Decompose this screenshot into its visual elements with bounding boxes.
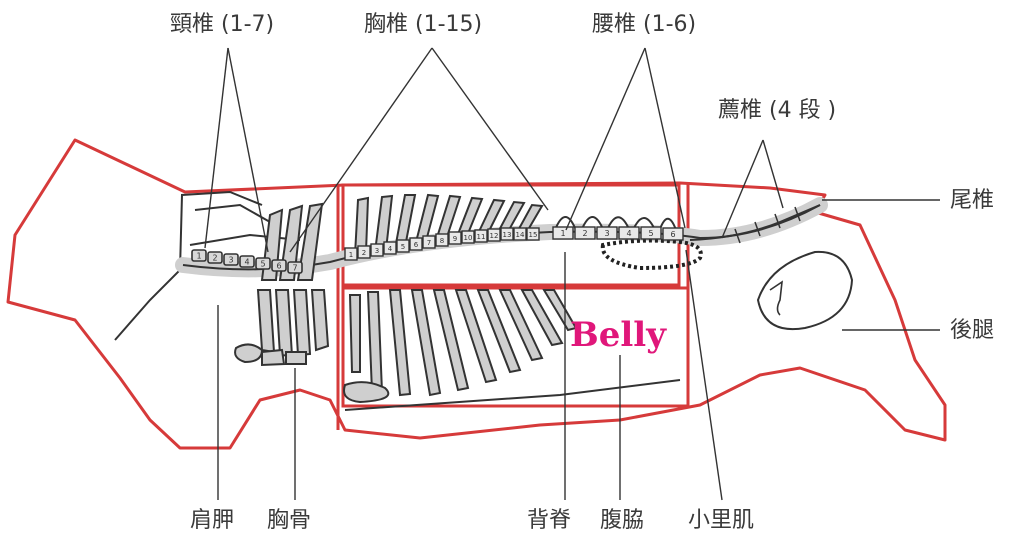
femur-head [756,250,854,331]
vertebra-number: 3 [228,256,233,265]
vertebra-number: 4 [626,229,631,238]
tenderloin-dotted [600,238,703,271]
vertebra-number: 3 [375,247,379,255]
vertebra-number: 11 [477,233,486,241]
label-tail: 尾椎 [950,188,995,213]
label-ham: 後腿 [950,318,995,343]
vertebra-number: 5 [401,243,405,251]
vertebra-number: 5 [260,260,265,269]
belly-lower-line [344,379,681,411]
lumbar-vertebrae [552,226,684,241]
label-thoracic: 胸椎 (1-15) [364,12,483,37]
shoulder-ribs [256,202,330,358]
vertebra-number: 6 [276,262,281,271]
vertebra-number: 13 [503,231,512,239]
label-sacral: 薦椎 (4 段 ) [718,98,837,123]
sacral-segments [734,206,801,244]
vertebra-number: 9 [453,235,457,243]
leader-lines [204,47,940,501]
label-loin: 背脊 [527,508,572,533]
vertebra-number: 8 [440,237,444,245]
vertebra-number: 4 [388,245,393,253]
label-shoulder: 肩胛 [190,508,235,533]
vertebra-number: 12 [490,232,499,240]
femur-detail [769,280,783,316]
label-sternum: 胸骨 [267,508,312,533]
jaw-line [189,233,301,246]
vertebra-number: 1 [196,252,201,261]
vertebra-number: 5 [648,229,653,238]
vertebra-number: 2 [582,229,587,238]
vertebra-number: 2 [362,249,366,257]
vertebra-number: 1 [560,229,565,238]
vertebra-number: 1 [349,251,353,259]
vertebra-number: 15 [529,231,538,239]
skull-outline [114,190,263,341]
vertebra-number: 7 [292,264,297,273]
vertebra-number: 10 [464,234,473,242]
label-lumbar: 腰椎 (1-6) [592,12,697,37]
vertebra-number: 6 [670,230,675,239]
belly-ribs [348,289,578,397]
thoracic-vertebrae [344,227,540,261]
belly-bone-foot [343,381,390,404]
cervical-vertebrae [191,249,303,274]
vertebra-number: 3 [604,229,609,238]
label-tenderloin: 小里肌 [688,508,755,533]
label-cervical: 頸椎 (1-7) [170,12,275,37]
vertebra-number: 4 [244,258,249,267]
sternum-bones [234,343,307,367]
vertebra-number: 14 [516,231,525,239]
vertebra-number: 7 [427,239,431,247]
label-belly-cn: 腹脇 [600,508,645,533]
vertebra-number: 6 [414,241,419,249]
label-belly-en: Belly [570,315,666,355]
vertebra-number: 2 [212,254,217,263]
